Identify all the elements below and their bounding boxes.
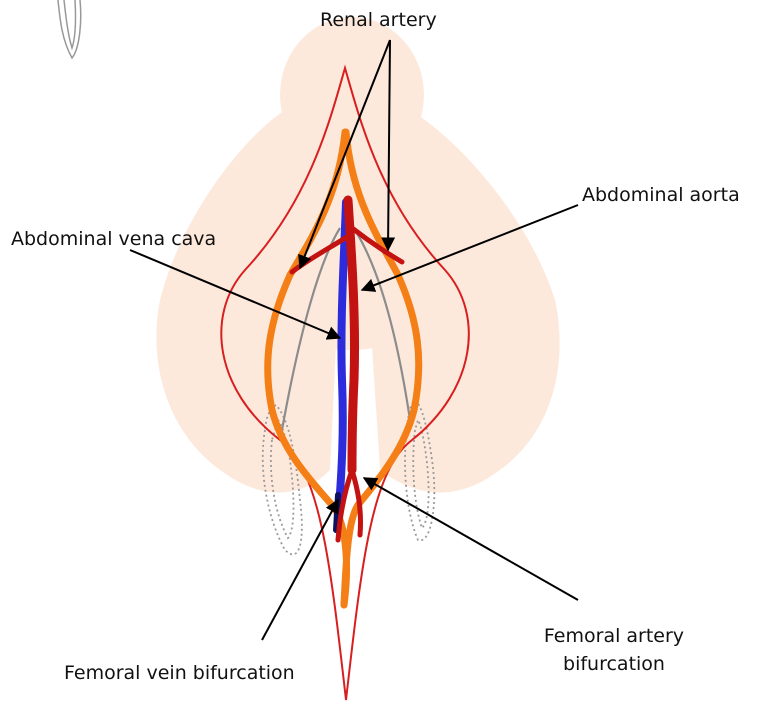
label-femoral-artery-bifurcation: Femoral artery bifurcation xyxy=(530,625,698,675)
corner-sketch xyxy=(58,0,81,58)
arrow-femoral-artery-bifurcation xyxy=(364,478,578,600)
label-abdominal-vena-cava: Abdominal vena cava xyxy=(11,228,216,250)
arrow-femoral-vein-bifurcation xyxy=(262,500,338,640)
label-abdominal-aorta: Abdominal aorta xyxy=(582,184,740,206)
label-femoral-artery-line1: Femoral artery xyxy=(530,625,698,647)
label-renal-artery: Renal artery xyxy=(320,9,437,31)
body-silhouette xyxy=(156,17,559,493)
label-femoral-vein-bifurcation: Femoral vein bifurcation xyxy=(64,662,295,684)
label-femoral-artery-line2: bifurcation xyxy=(530,653,698,675)
